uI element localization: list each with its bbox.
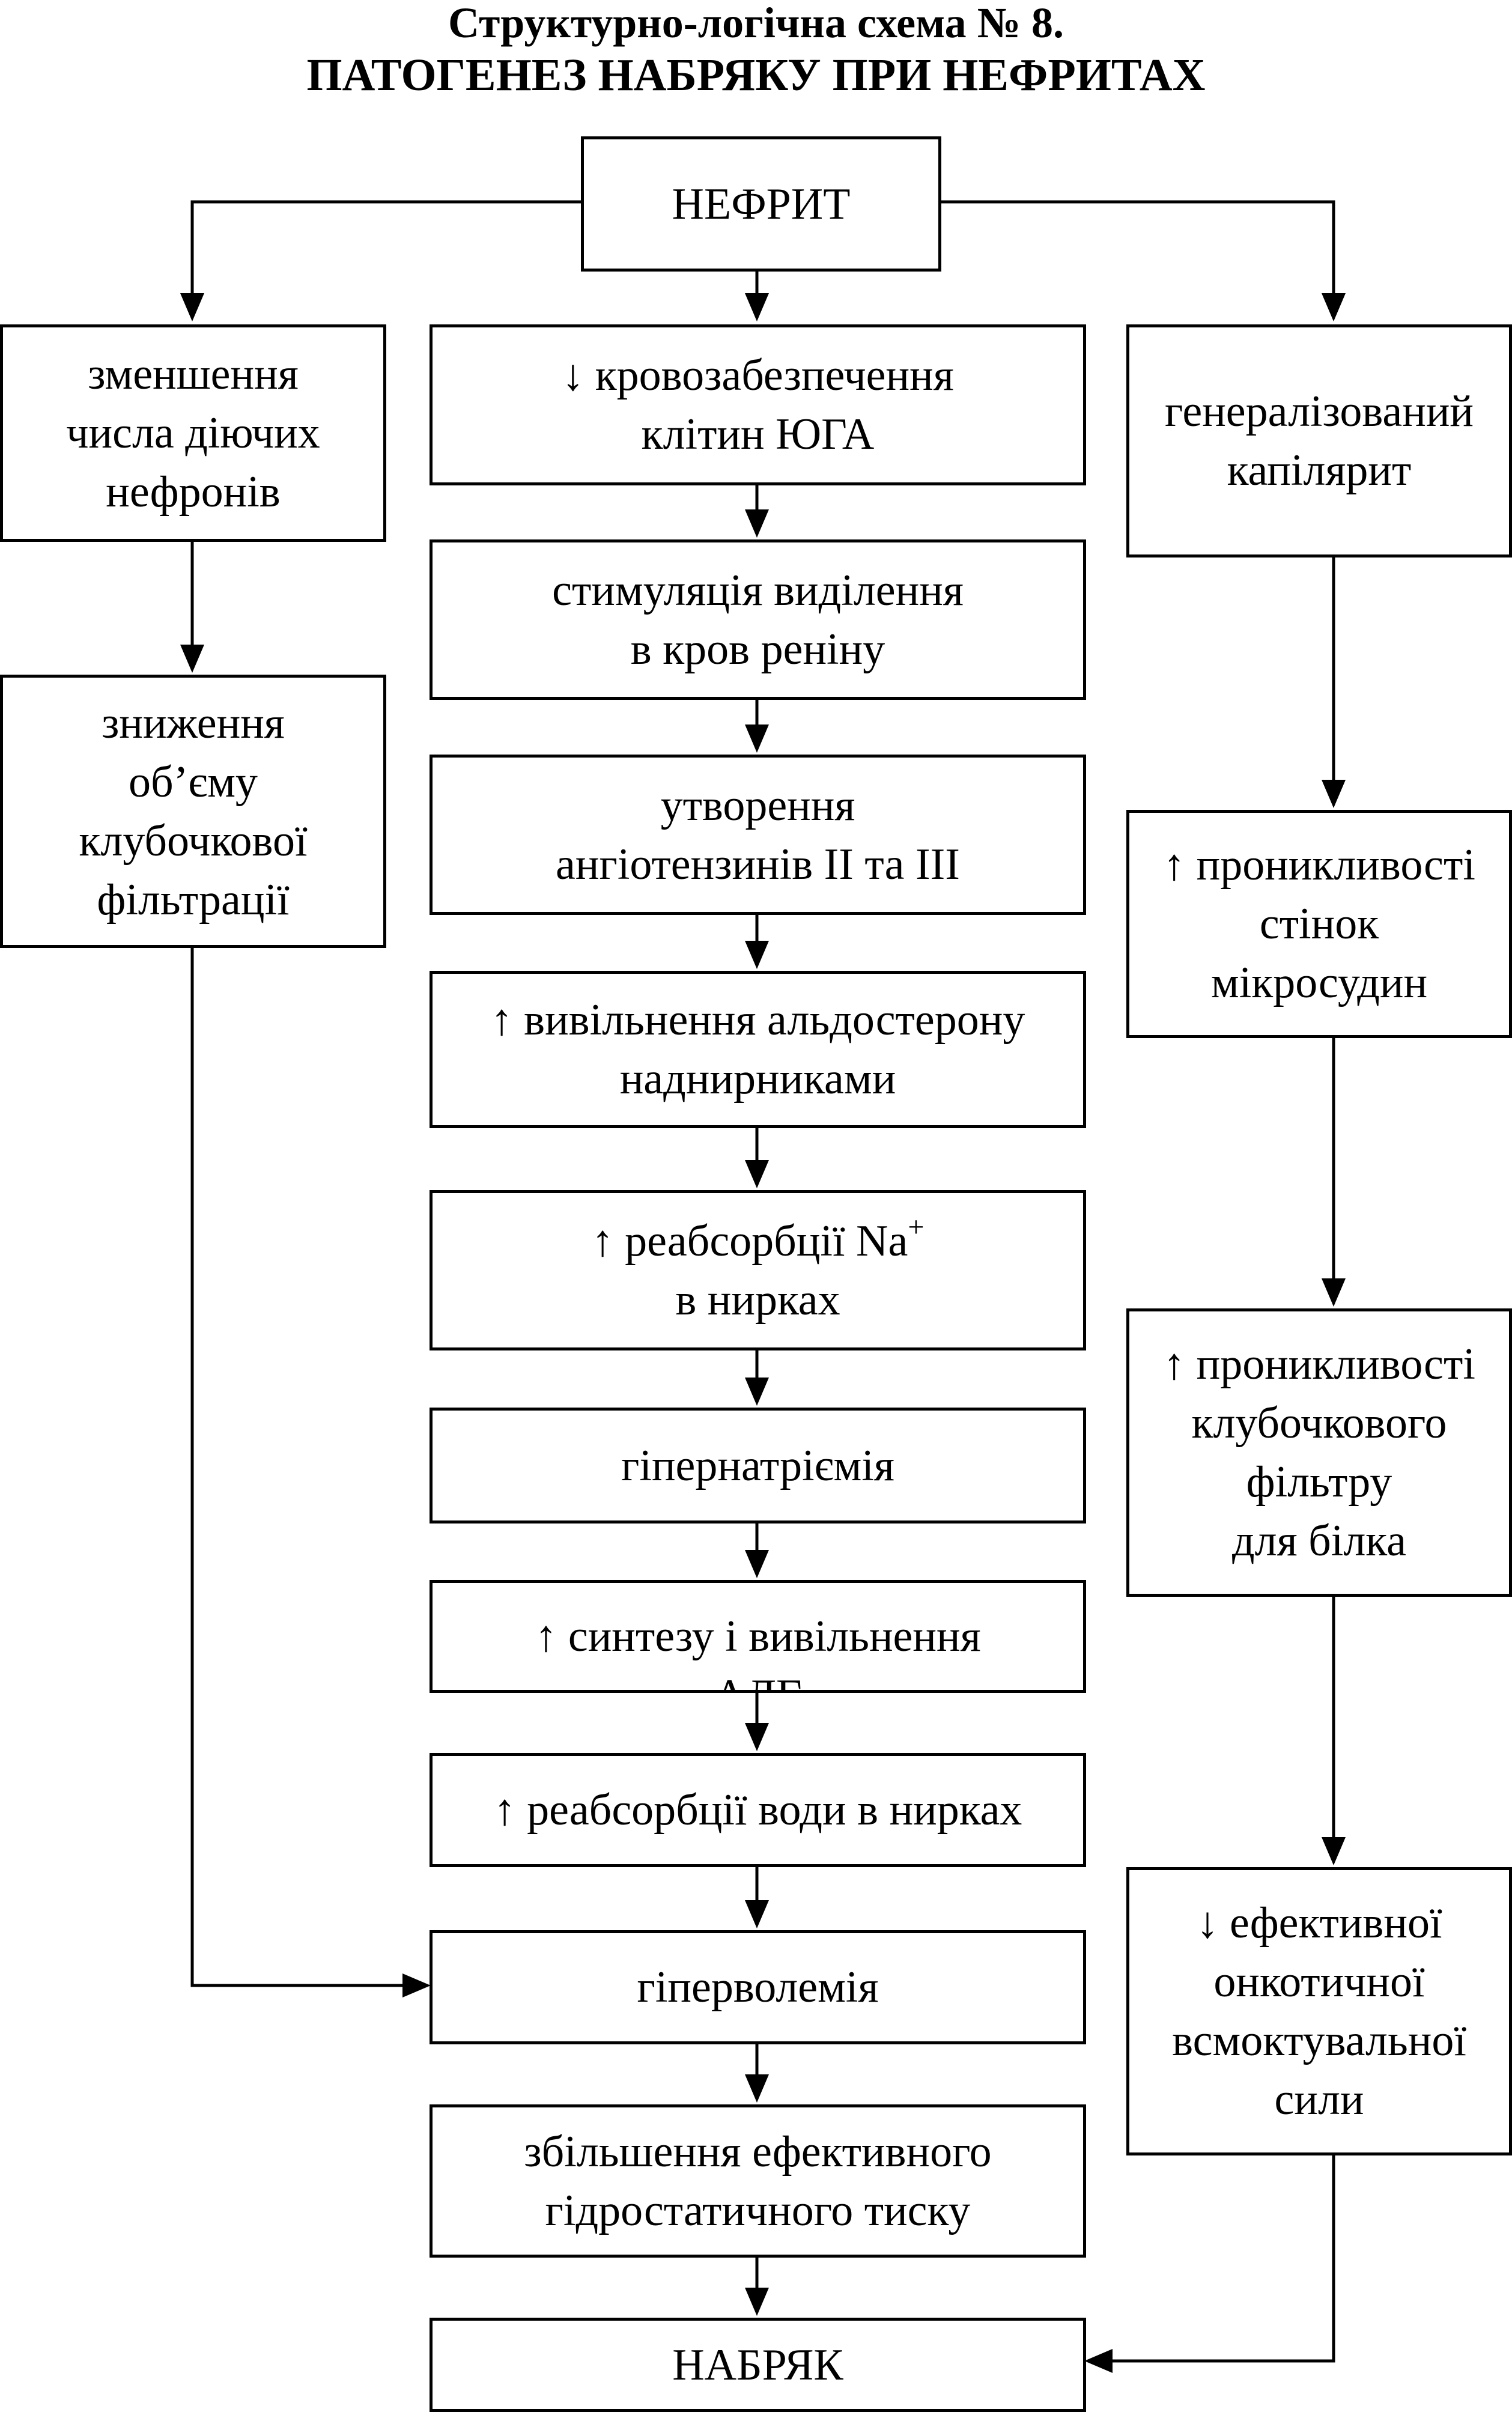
hypernatremia-box: гіпернатріємія <box>430 1408 1086 1523</box>
arrowhead <box>745 2074 769 2103</box>
microvessel-permeability-box: ↑ проникливості стінок мікросудин <box>1126 810 1512 1038</box>
arrowhead <box>745 509 769 538</box>
arrowhead <box>745 1550 769 1578</box>
na-reabsorption-box: ↑ реабсорбції Na+ в нирках <box>430 1190 1086 1350</box>
reduced-nephrons-box: зменшення числа діючих нефронів <box>0 324 386 542</box>
hydrostatic-pressure-label: збільшення ефективного гідростатичного т… <box>524 2127 992 2235</box>
connector-nephritis-right <box>938 200 1335 294</box>
arrowhead <box>745 1378 769 1406</box>
adh-synthesis-label: ↑ синтезу і вивільнення АДГ <box>535 1612 981 1690</box>
microvessel-permeability-label: ↑ проникливості стінок мікросудин <box>1163 840 1475 1007</box>
connector-right-to-edema <box>1111 2154 1335 2363</box>
connector-nephritis-left <box>190 200 583 294</box>
water-reabsorption-label: ↑ реабсорбції води в нирках <box>493 1785 1022 1835</box>
nephritis-box: НЕФРИТ <box>581 136 941 272</box>
arrowhead <box>745 941 769 969</box>
nephritis-label: НЕФРИТ <box>672 179 851 229</box>
renin-label: стимуляція виділення в кров реніну <box>552 565 964 674</box>
arrowhead <box>745 2288 769 2316</box>
edema-box: НАБРЯК <box>430 2318 1086 2412</box>
filter-permeability-label: ↑ проникливості клубочкового фільтру для… <box>1163 1340 1475 1566</box>
arrowhead <box>745 1723 769 1751</box>
aldosterone-label: ↑ вивільнення альдостерону наднирниками <box>490 995 1025 1104</box>
hypernatremia-label: гіпернатріємія <box>621 1441 894 1490</box>
reduced-filtration-label: зниження об’єму клубочкової фільтрації <box>79 698 308 925</box>
arrowhead <box>745 293 769 321</box>
arrowhead <box>1322 1837 1346 1865</box>
scheme-number-title: Структурно-логічна схема № 8. <box>448 0 1064 47</box>
arrowhead <box>402 1973 431 1997</box>
arrowhead <box>1322 1278 1346 1307</box>
blood-supply-label: ↓ кровозабезпечення клітин ЮГА <box>562 351 954 459</box>
adh-synthesis-box: ↑ синтезу і вивільнення АДГ <box>430 1580 1086 1693</box>
oncotic-force-label: ↓ ефективної онкотичної всмоктувальної с… <box>1172 1898 1466 2124</box>
arrowhead <box>745 1160 769 1188</box>
arrowhead <box>1322 780 1346 808</box>
arrowhead <box>180 645 204 673</box>
angiotensin-label: утворення ангіотензинів II та III <box>556 780 960 889</box>
na-plus-superscript: + <box>908 1211 925 1243</box>
arrowhead <box>1084 2349 1113 2373</box>
water-reabsorption-box: ↑ реабсорбції води в нирках <box>430 1753 1086 1867</box>
arrowhead <box>180 293 204 321</box>
na-reabsorption-label: ↑ реабсорбції Na+ в нирках <box>592 1212 925 1329</box>
capillaritis-box: генералізований капілярит <box>1126 324 1512 557</box>
blood-supply-box: ↓ кровозабезпечення клітин ЮГА <box>430 324 1086 485</box>
reduced-filtration-box: зниження об’єму клубочкової фільтрації <box>0 675 386 948</box>
na-reabsorption-text: ↑ реабсорбції Na <box>591 1216 908 1266</box>
renin-box: стимуляція виділення в кров реніну <box>430 539 1086 700</box>
filter-permeability-box: ↑ проникливості клубочкового фільтру для… <box>1126 1308 1512 1597</box>
scheme-main-title: ПАТОГЕНЕЗ НАБРЯКУ ПРИ НЕФРИТАХ <box>306 50 1206 100</box>
angiotensin-box: утворення ангіотензинів II та III <box>430 755 1086 915</box>
connector-left-to-hypervolemia <box>190 946 404 1987</box>
capillaritis-label: генералізований капілярит <box>1164 387 1474 495</box>
hypervolemia-label: гіперволемія <box>637 1963 879 2012</box>
hydrostatic-pressure-box: збільшення ефективного гідростатичного т… <box>430 2104 1086 2258</box>
oncotic-force-box: ↓ ефективної онкотичної всмоктувальної с… <box>1126 1867 1512 2155</box>
reduced-nephrons-label: зменшення числа діючих нефронів <box>66 350 320 517</box>
arrowhead <box>745 1900 769 1928</box>
edema-label: НАБРЯК <box>672 2340 843 2390</box>
arrowhead <box>745 725 769 753</box>
arrowhead <box>1322 293 1346 321</box>
na-reabsorption-location: в нирках <box>675 1275 840 1325</box>
aldosterone-box: ↑ вивільнення альдостерону наднирниками <box>430 971 1086 1128</box>
hypervolemia-box: гіперволемія <box>430 1930 1086 2044</box>
